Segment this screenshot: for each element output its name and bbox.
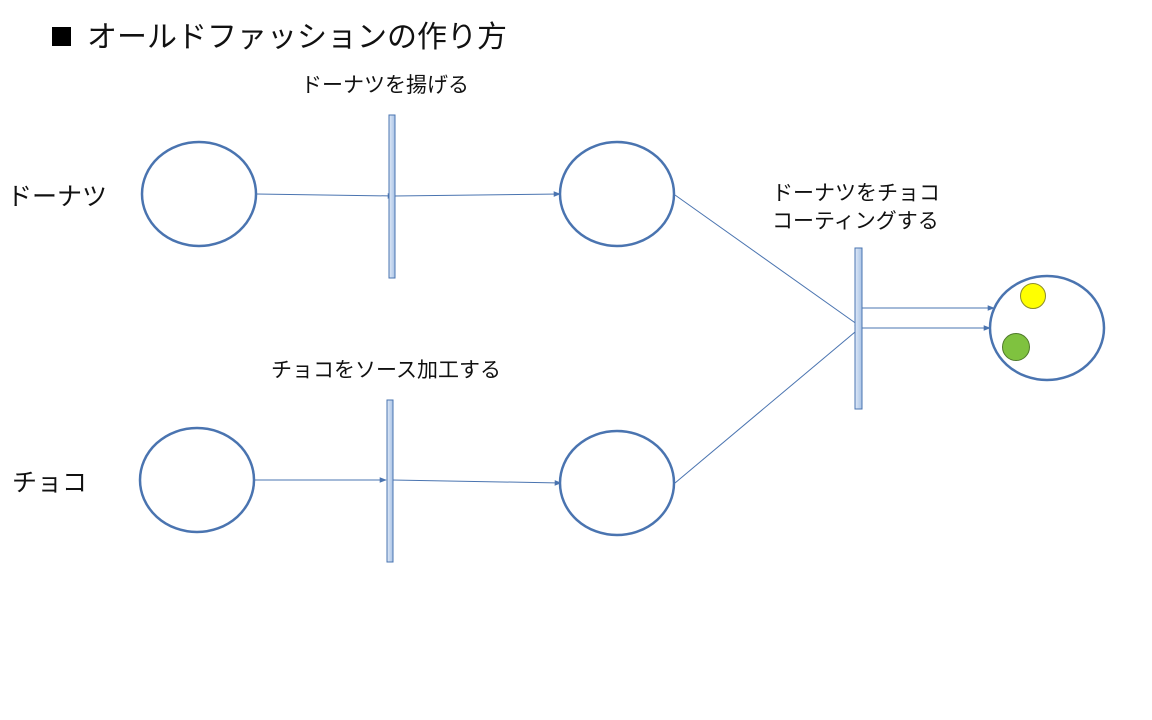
- token-yellow: [1020, 283, 1046, 309]
- place-old-fashioned: [988, 274, 1106, 382]
- arc-fried-donut-to-coat: [674, 194, 862, 328]
- page-title-text: オールドファッションの作り方: [87, 20, 507, 55]
- transition-label-coat-line1: ドーナツをチョコ: [772, 181, 940, 205]
- arc-sauce-to-choco-sauce: [391, 479, 562, 486]
- transition-label-fry: ドーナツを揚げる: [301, 73, 469, 97]
- place-choco-sauce: [558, 429, 676, 537]
- transition-fry-bar: [388, 114, 396, 279]
- place-choco: [138, 426, 256, 534]
- place-label-choco: チョコ: [12, 468, 88, 497]
- place-fried-donut: [558, 140, 676, 248]
- transition-label-sauce: チョコをソース加工する: [271, 358, 501, 382]
- transition-sauce-bar: [386, 399, 394, 563]
- transition-coat-bar: [854, 247, 863, 410]
- token-green: [1002, 333, 1030, 361]
- page-title: オールドファッションの作り方: [52, 16, 507, 60]
- arc-fry-to-fried-donut: [393, 191, 561, 197]
- place-donut: [140, 140, 258, 248]
- arc-choco-sauce-to-coat: [674, 326, 862, 484]
- place-label-donut: ドーナツ: [7, 182, 108, 211]
- transition-label-coat-line2: コーティングする: [772, 209, 939, 233]
- arc-donut-to-fry: [255, 193, 395, 199]
- title-bullet-icon: [52, 27, 71, 46]
